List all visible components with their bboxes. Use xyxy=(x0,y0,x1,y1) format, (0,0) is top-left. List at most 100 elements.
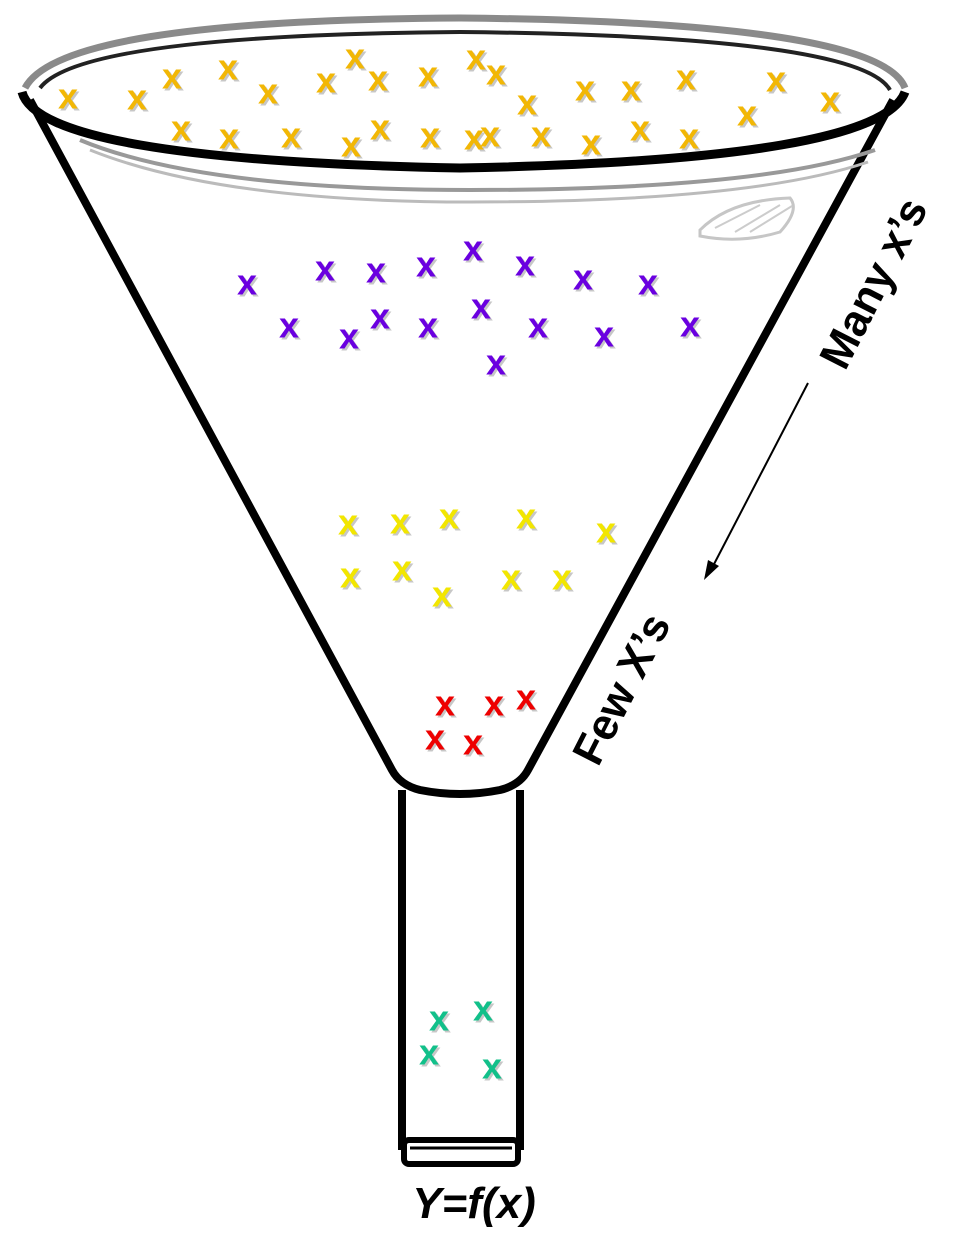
arrow-head xyxy=(704,560,719,580)
x-mark-shadow: x xyxy=(260,73,280,114)
x-mark-shadow: x xyxy=(554,559,574,600)
x-mark-tier1: x xyxy=(258,71,278,112)
x-mark-tier1: x xyxy=(464,117,484,158)
x-mark-tier1: x xyxy=(420,115,440,156)
x-mark-shadow: x xyxy=(317,250,337,291)
x-mark-tier1: x xyxy=(370,107,390,148)
x-mark-tier1: x xyxy=(676,57,696,98)
x-mark-tier3: x xyxy=(501,557,521,598)
x-mark-shadow: x xyxy=(421,1034,441,1075)
x-mark-tier1: x xyxy=(820,79,840,120)
x-mark-tier3: x xyxy=(392,548,412,589)
x-mark-shadow: x xyxy=(465,230,485,271)
x-mark-shadow: x xyxy=(465,724,485,765)
x-mark-shadow: x xyxy=(488,54,508,95)
x-mark-shadow: x xyxy=(632,110,652,151)
x-mark-tier5: x xyxy=(482,1046,502,1087)
x-mark-shadow: x xyxy=(482,116,502,157)
x-mark-tier3: x xyxy=(439,496,459,537)
x-mark-tier2: x xyxy=(573,257,593,298)
x-mark-tier4: x xyxy=(435,683,455,724)
x-mark-tier5: x xyxy=(473,988,493,1029)
x-mark-tier4: x xyxy=(425,717,445,758)
x-mark-shadow: x xyxy=(340,504,360,545)
x-mark-tier3: x xyxy=(516,496,536,537)
funnel-rim-back-inner xyxy=(38,29,892,92)
x-mark-shadow: x xyxy=(488,344,508,385)
x-mark-tier3: x xyxy=(432,574,452,615)
x-mark-shadow: x xyxy=(486,685,506,726)
x-mark-shadow: x xyxy=(318,62,338,103)
x-mark-tier2: x xyxy=(638,262,658,303)
x-mark-shadow: x xyxy=(283,117,303,158)
funnel-smudge-lines xyxy=(714,204,793,233)
funnel-cone-left-wall xyxy=(26,98,897,798)
x-mark-tier3: x xyxy=(552,557,572,598)
x-mark-tier1: x xyxy=(341,124,361,165)
x-mark-tier1: x xyxy=(630,108,650,149)
x-mark-tier5: x xyxy=(429,998,449,1039)
x-mark-tier2: x xyxy=(315,248,335,289)
x-mark-tier1: x xyxy=(766,59,786,100)
x-mark-tier1: x xyxy=(418,54,438,95)
x-mark-tier1: x xyxy=(218,47,238,88)
x-mark-shadow: x xyxy=(394,550,414,591)
x-mark-shadow: x xyxy=(418,246,438,287)
funnel-rim-back xyxy=(21,14,909,90)
x-mark-shadow: x xyxy=(420,56,440,97)
x-mark-tier1: x xyxy=(621,68,641,109)
x-mark-shadow: x xyxy=(372,109,392,150)
x-mark-shadow: x xyxy=(437,685,457,726)
x-mark-shadow: x xyxy=(392,503,412,544)
x-mark-shadow: x xyxy=(129,79,149,120)
x-mark-tier3: x xyxy=(390,501,410,542)
x-mark-shadow: x xyxy=(682,306,702,347)
x-mark-shadow: x xyxy=(341,318,361,359)
x-mark-shadow: x xyxy=(221,118,241,159)
x-mark-tier3: x xyxy=(338,502,358,543)
x-mark-tier1: x xyxy=(517,82,537,123)
x-mark-shadow: x xyxy=(768,61,788,102)
x-mark-shadow: x xyxy=(503,559,523,600)
x-mark-tier2: x xyxy=(486,342,506,383)
x-mark-tier3: x xyxy=(596,510,616,551)
x-mark-tier2: x xyxy=(418,305,438,346)
x-mark-shadow: x xyxy=(575,259,595,300)
x-mark-shadow: x xyxy=(533,116,553,157)
x-mark-tier1: x xyxy=(127,77,147,118)
x-mark-tier1: x xyxy=(679,116,699,157)
x-mark-shadow: x xyxy=(370,60,390,101)
x-mark-tier2: x xyxy=(339,316,359,357)
x-mark-shadow: x xyxy=(577,70,597,111)
x-mark-tier3: x xyxy=(340,555,360,596)
x-mark-tier1: x xyxy=(486,52,506,93)
x-mark-tier2: x xyxy=(528,305,548,346)
x-mark-shadow: x xyxy=(343,126,363,167)
x-mark-shadow: x xyxy=(281,307,301,348)
x-mark-shadow: x xyxy=(164,58,184,99)
x-mark-shadow: x xyxy=(372,298,392,339)
x-mark-shadow: x xyxy=(519,84,539,125)
x-mark-tier1: x xyxy=(575,68,595,109)
funnel-stem xyxy=(398,790,524,1150)
x-mark-shadow: x xyxy=(623,70,643,111)
x-mark-tier1: x xyxy=(466,37,486,78)
x-mark-shadow: x xyxy=(598,512,618,553)
x-mark-shadow: x xyxy=(596,316,616,357)
funnel-rim-front xyxy=(17,90,910,173)
x-mark-shadow: x xyxy=(473,288,493,329)
x-mark-tier1: x xyxy=(480,114,500,155)
label-few-xs: Few X’s xyxy=(563,606,680,773)
x-mark-tier4: x xyxy=(516,677,536,718)
x-mark-tier1: x xyxy=(316,60,336,101)
x-mark-tier2: x xyxy=(594,314,614,355)
label-formula: Y=f(x) xyxy=(412,1179,535,1228)
x-mark-shadow: x xyxy=(368,252,388,293)
x-mark-tier1: x xyxy=(531,114,551,155)
x-mark-shadow: x xyxy=(484,1048,504,1089)
x-mark-tier2: x xyxy=(279,305,299,346)
x-mark-tier1: x xyxy=(281,115,301,156)
